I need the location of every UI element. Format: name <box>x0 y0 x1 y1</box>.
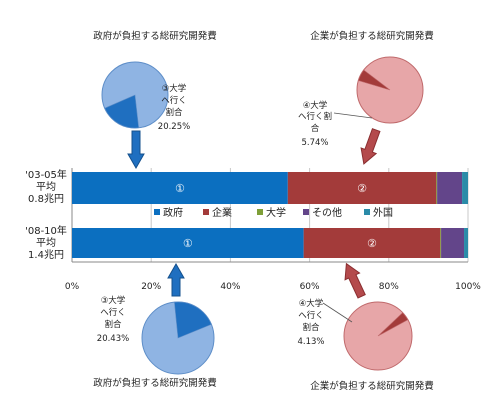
pie-label: ③大学 <box>162 83 187 94</box>
bar-segment <box>287 172 437 204</box>
pie-label: 割合 <box>165 107 183 118</box>
legend-label: 大学 <box>266 206 286 219</box>
pie-title: 政府が負担する総研究開発費 <box>93 377 217 389</box>
pie-leader-line <box>333 112 373 119</box>
bar-segment <box>437 172 463 204</box>
category-label: 平均 <box>36 237 56 249</box>
legend-label: 外国 <box>373 207 393 219</box>
category-label: 平均 <box>36 181 56 193</box>
arrow-icon <box>360 128 381 165</box>
x-tick-label: 40% <box>220 282 240 292</box>
pie-percent: 5.74% <box>301 138 328 148</box>
pie-title: 企業が負担する総研究開発費 <box>310 30 434 42</box>
legend-swatch <box>303 209 309 215</box>
pie-label: 割合 <box>302 322 320 333</box>
bar-segment <box>440 228 442 258</box>
pie-label: 割合 <box>104 319 122 330</box>
arrow-icon <box>167 262 185 297</box>
pie-label: へ行く <box>298 310 324 321</box>
bar-label: ② <box>367 237 377 250</box>
pie-label: へ行く割 <box>298 111 332 122</box>
legend-label: 企業 <box>212 206 232 219</box>
pie-label: ④大学 <box>303 100 328 111</box>
category-label: 1.4兆円 <box>28 249 64 261</box>
arrow-icon <box>127 130 145 170</box>
pie-slice <box>377 312 409 337</box>
legend-label: 政府 <box>163 206 183 219</box>
bar-segment <box>303 228 441 258</box>
bar-label: ① <box>183 237 193 250</box>
legend-swatch <box>203 209 209 215</box>
x-tick-label: 20% <box>141 282 161 292</box>
x-tick-label: 100% <box>455 282 481 292</box>
x-tick-label: 60% <box>300 282 320 292</box>
pie-slice <box>358 69 391 91</box>
pie-label: 合 <box>311 123 320 134</box>
bar-segment <box>464 228 468 258</box>
pie-slice <box>174 301 212 339</box>
bar-segment <box>462 172 468 204</box>
bar-segment <box>441 228 465 258</box>
pie-title: 政府が負担する総研究開発費 <box>93 30 217 42</box>
bar-label: ② <box>357 182 367 195</box>
legend-label: その他 <box>312 206 342 219</box>
bar-label: ① <box>175 182 185 195</box>
pie-label: ③大学 <box>101 295 126 306</box>
pie-title: 企業が負担する総研究開発費 <box>310 380 434 392</box>
category-label: '08-10年 <box>25 224 67 237</box>
legend-swatch <box>257 209 263 215</box>
pie-label: へ行く <box>100 307 126 318</box>
arrow-icon <box>344 262 366 299</box>
bar-segment <box>72 172 288 204</box>
category-label: '03-05年 <box>25 168 67 181</box>
bar-segment <box>72 228 304 258</box>
pie-percent: 20.25% <box>158 122 190 132</box>
pie-percent: 20.43% <box>97 334 129 344</box>
x-tick-label: 0% <box>65 282 80 292</box>
pie-label: へ行く <box>161 95 187 106</box>
legend-swatch <box>364 209 370 215</box>
pie-leader-line <box>322 302 353 323</box>
category-label: 0.8兆円 <box>28 193 64 205</box>
legend-swatch <box>154 209 160 215</box>
pie-slice <box>104 94 140 129</box>
pie-label: ④大学 <box>299 298 324 309</box>
pie-percent: 4.13% <box>297 337 324 347</box>
x-tick-label: 80% <box>379 282 399 292</box>
bar-segment <box>436 172 438 204</box>
